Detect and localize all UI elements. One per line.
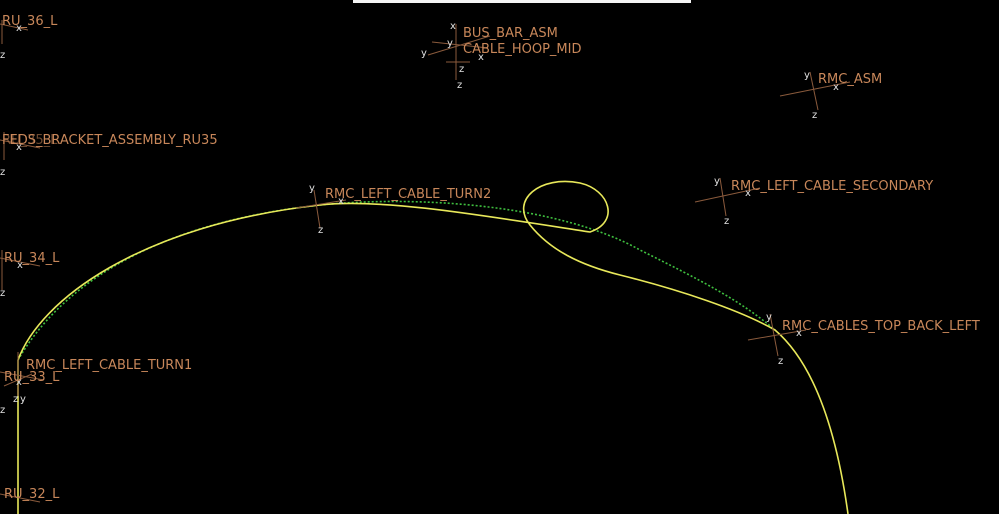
frame-turn1[interactable]: x z y z RMC_LEFT_CABLE_TURN1 RU_33_L — [0, 352, 192, 416]
axis-label: y — [766, 312, 772, 323]
frame-secondary[interactable]: y x z RMC_LEFT_CABLE_SECONDARY — [694, 176, 933, 227]
axis-label: z — [0, 288, 5, 299]
axis-label: y — [804, 70, 810, 81]
axis-label: y — [421, 48, 427, 59]
frame-label: RMC_ASM — [818, 72, 882, 87]
frame-label: FEDS_BRACKET_ASSEMBLY_RU35 — [2, 133, 218, 148]
axis-label: x — [16, 142, 22, 153]
axis-label: y — [309, 183, 315, 194]
frame-ru34[interactable]: x z RU_34_L — [0, 250, 60, 299]
axis-label: z — [0, 50, 5, 61]
frame-rmc-asm[interactable]: y x z RMC_ASM — [779, 70, 882, 121]
toolbar-strip — [353, 0, 691, 3]
frame-label: BUS_BAR_ASM — [463, 26, 558, 41]
cable-path — [17, 180, 849, 514]
axis-label: z — [318, 225, 323, 236]
frame-ru35[interactable]: x z RU_35_L FEDS_BRACKET_ASSEMBLY_RU35 — [0, 132, 218, 178]
frame-label: RU_35_L — [2, 133, 58, 148]
axis-label: y — [714, 176, 720, 187]
frame-label: RMC_CABLES_TOP_BACK_LEFT — [782, 319, 980, 334]
frame-label: RU_33_L — [4, 370, 60, 385]
frame-label: RMC_LEFT_CABLE_TURN1 — [26, 358, 192, 373]
axis-label: x — [338, 196, 344, 207]
axis-label: x — [796, 328, 802, 339]
axis-label: z — [0, 405, 5, 416]
axis-label: x — [833, 82, 839, 93]
axis-label: x — [478, 52, 484, 63]
axis-label: y — [20, 394, 26, 405]
axis-label: z — [457, 80, 462, 91]
frame-label: RMC_LEFT_CABLE_SECONDARY — [731, 179, 933, 194]
axis-label: x — [16, 23, 22, 34]
frame-label: RU_34_L — [4, 251, 60, 266]
axis-label: z — [13, 394, 18, 405]
axis-label: x — [450, 21, 456, 32]
frame-ru32[interactable]: RU_32_L — [0, 487, 60, 503]
frame-ru36[interactable]: x z RU_36_L — [0, 14, 58, 61]
axis-label: z — [778, 356, 783, 367]
axis-label: z — [724, 216, 729, 227]
axis-label: z — [459, 64, 464, 75]
frame-label: CABLE_HOOP_MID — [463, 42, 582, 57]
frame-busbar[interactable]: x y y x z z BUS_BAR_ASM CABLE_HOOP_MID — [421, 21, 582, 91]
frame-label: RMC_LEFT_CABLE_TURN2 — [325, 187, 491, 202]
frame-label: RU_32_L — [4, 487, 60, 502]
frame-label: RU_36_L — [2, 14, 58, 29]
axis-label: z — [812, 110, 817, 121]
axis-label: z — [0, 167, 5, 178]
axis-label: y — [447, 38, 453, 49]
frame-turn2[interactable]: y x z RMC_LEFT_CABLE_TURN2 — [295, 183, 491, 236]
axis-label: x — [745, 188, 751, 199]
axis-label: x — [16, 377, 22, 388]
reference-cable-path — [17, 200, 776, 361]
frame-topback[interactable]: y x z RMC_CABLES_TOP_BACK_LEFT — [747, 312, 980, 367]
axis-label: x — [17, 260, 23, 271]
